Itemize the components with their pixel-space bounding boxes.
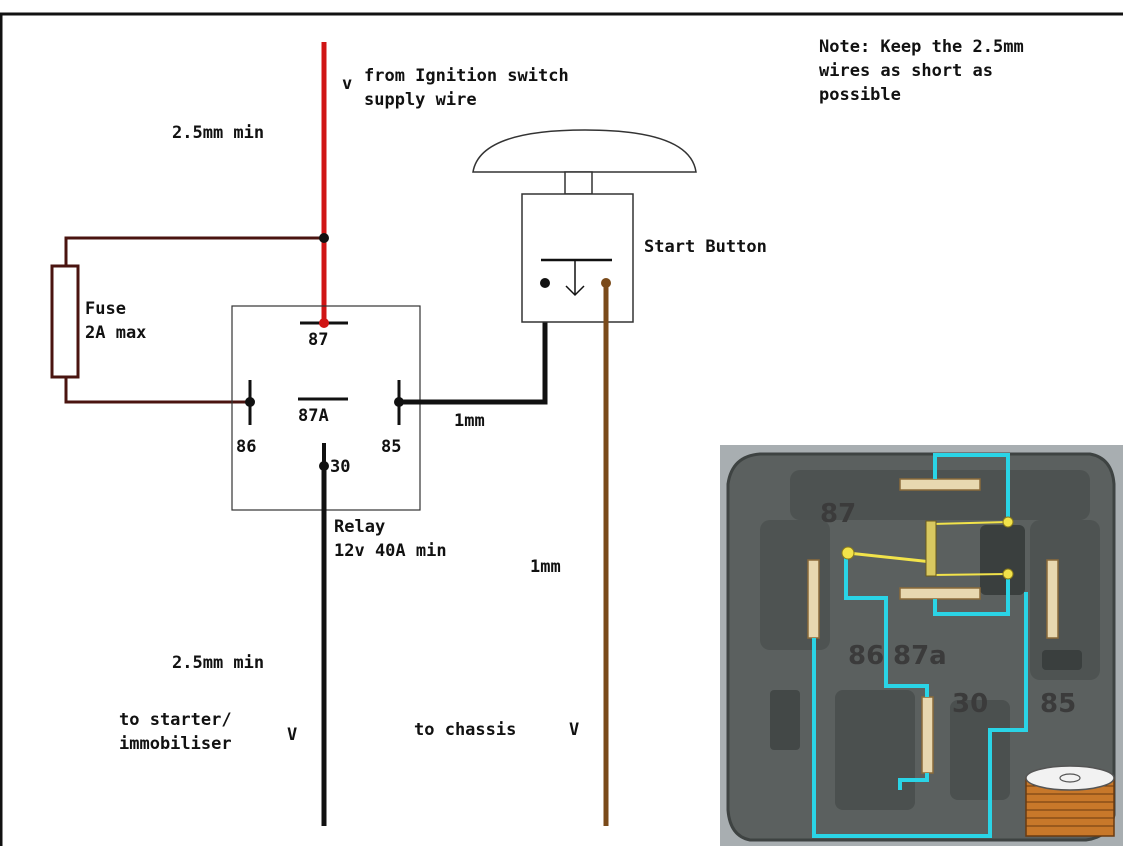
- note-line-1: Note: Keep the 2.5mm: [819, 37, 1024, 57]
- photo-traces: [812, 453, 1028, 838]
- start-button-stem: [564, 171, 593, 195]
- socket-recess-top: [790, 470, 1090, 520]
- photo-terminal-87: [899, 478, 981, 491]
- link-dot-87: [1002, 516, 1014, 528]
- relay-pin-87a-label: 87A: [298, 406, 329, 426]
- fuse-wire-top: [64, 236, 324, 266]
- photo-terminal-30: [921, 696, 934, 774]
- link-87: [931, 521, 1009, 525]
- link-86: [847, 551, 933, 564]
- chassis-label: to chassis: [414, 720, 516, 740]
- link-87a: [931, 573, 1009, 576]
- photo-label-87: 87: [820, 499, 856, 529]
- trace-87a: [933, 574, 1010, 616]
- starter-label-line-2: immobiliser: [119, 734, 232, 754]
- start-button-arrow-icon: [565, 285, 585, 297]
- relay-pin-85-label: 85: [381, 437, 401, 457]
- relay-pin-87-label: 87: [308, 330, 328, 350]
- start-button-body: [521, 193, 634, 323]
- relay-pin-86-label: 86: [236, 437, 256, 457]
- trace-87: [933, 453, 1010, 520]
- trace-30-stub: [898, 773, 929, 790]
- ignition-wire-gauge: 2.5mm min: [172, 123, 264, 143]
- trace-85-coil: [988, 592, 1028, 780]
- photo-label-87a: 87a: [893, 641, 947, 671]
- photo-terminal-85: [1046, 559, 1059, 639]
- socket-hole-left: [770, 690, 800, 750]
- trace-86-30: [844, 553, 929, 697]
- fuse-label-line-1: Fuse: [85, 299, 126, 319]
- relay-pin-30-label: 30: [330, 457, 350, 477]
- ignition-label-line-1: from Ignition switch: [364, 66, 569, 86]
- chassis-arrow-glyph: V: [569, 720, 579, 740]
- starter-wire-gauge: 2.5mm min: [172, 653, 264, 673]
- link-dot-87a: [1002, 568, 1014, 580]
- coil-icon: [1025, 765, 1115, 837]
- link-dot-86: [841, 546, 855, 560]
- trace-86-coil: [812, 638, 992, 838]
- wire-85-gauge: 1mm: [454, 411, 485, 431]
- relay-socket-photo: 87 86 87a 30 85: [720, 445, 1123, 846]
- photo-label-86: 86: [848, 641, 884, 671]
- ignition-arrow-glyph: v: [342, 74, 352, 94]
- photo-label-85: 85: [1040, 689, 1076, 719]
- photo-terminal-86: [807, 559, 820, 639]
- ignition-label-line-2: supply wire: [364, 90, 477, 110]
- start-button-terminal-left: [540, 278, 550, 288]
- socket-recess-bottom-left: [835, 690, 915, 810]
- socket-coil-cavity: [980, 525, 1025, 595]
- note-line-2: wires as short as: [819, 61, 993, 81]
- photo-label-30: 30: [952, 689, 988, 719]
- relay-pin-87-dot: [319, 318, 329, 328]
- chassis-wire-gauge: 1mm: [530, 557, 561, 577]
- fuse-label-line-2: 2A max: [85, 323, 146, 343]
- start-button-label: Start Button: [644, 237, 767, 257]
- socket-hole-right: [1042, 650, 1082, 670]
- armature-contact: [925, 520, 937, 577]
- photo-terminal-87a: [899, 587, 981, 600]
- relay-pin-86-dot: [245, 397, 255, 407]
- relay-label-line-2: 12v 40A min: [334, 541, 447, 561]
- start-button-cap[interactable]: [472, 129, 697, 173]
- socket-recess-bottom-mid: [950, 700, 1010, 800]
- relay-label-line-1: Relay: [334, 517, 385, 537]
- junction-dot-ignition: [319, 233, 329, 243]
- note-line-3: possible: [819, 85, 901, 105]
- photo-contact-links: [841, 516, 1014, 580]
- fuse-symbol: [50, 264, 80, 379]
- fuse-wire-bottom: [64, 377, 250, 404]
- starter-arrow-glyph: V: [287, 725, 297, 745]
- starter-label-line-1: to starter/: [119, 710, 232, 730]
